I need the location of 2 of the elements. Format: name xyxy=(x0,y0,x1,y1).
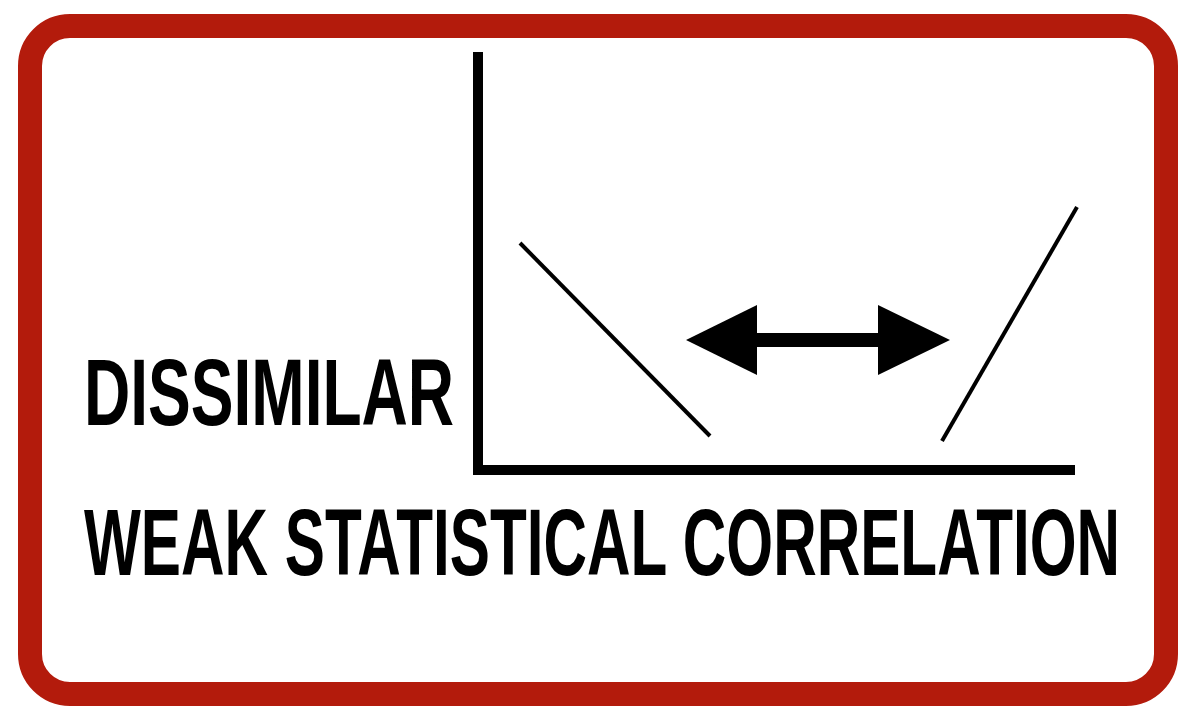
caption-text: WEAK STATISTICAL CORRELATION xyxy=(84,496,1121,590)
heading-text: DISSIMILAR xyxy=(84,346,455,440)
